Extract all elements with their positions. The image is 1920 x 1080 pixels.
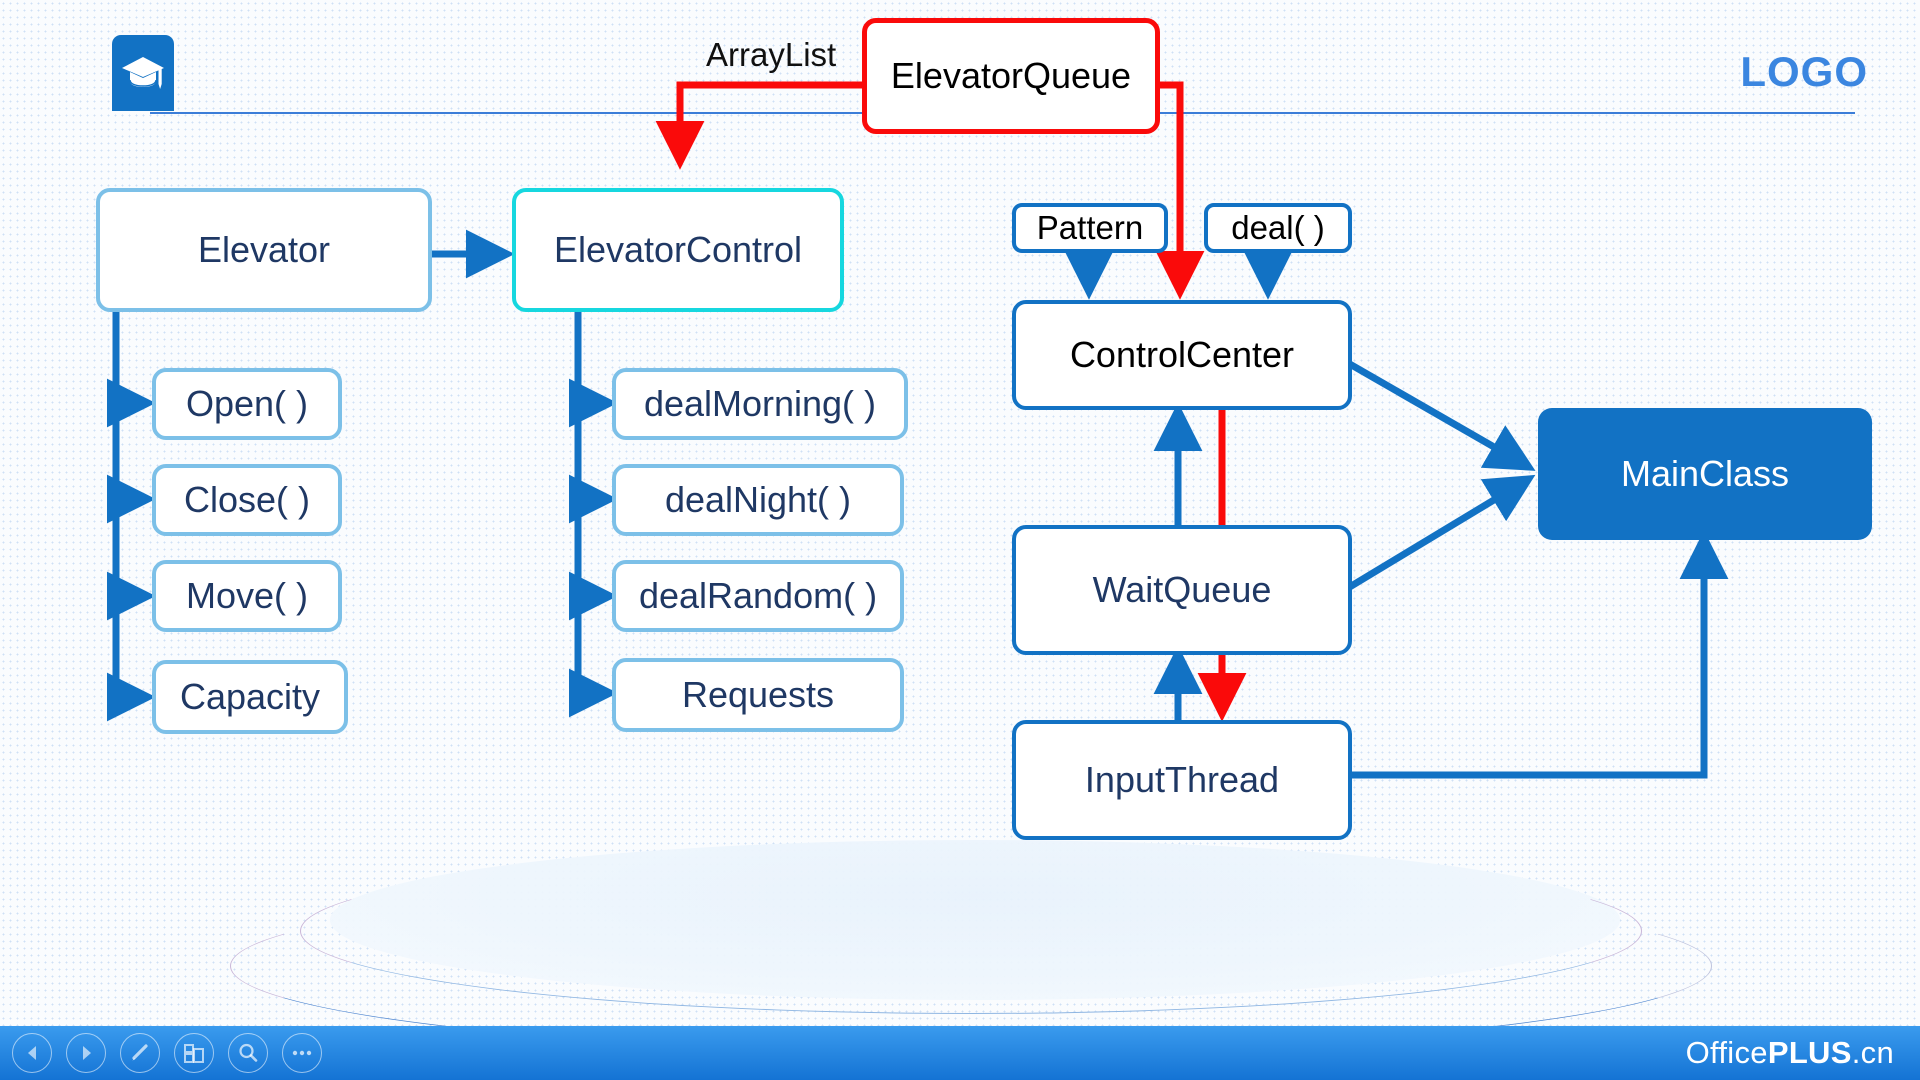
presentation-toolbar: OfficePLUS.cn	[0, 1026, 1920, 1080]
brand-strong: PLUS	[1767, 1035, 1852, 1070]
node-capacity[interactable]: Capacity	[152, 660, 348, 734]
zoom-button[interactable]	[228, 1033, 268, 1073]
pen-tool-button[interactable]	[120, 1033, 160, 1073]
node-wait-queue[interactable]: WaitQueue	[1012, 525, 1352, 655]
node-pattern[interactable]: Pattern	[1012, 203, 1168, 253]
officeplus-brand: OfficePLUS.cn	[1686, 1035, 1894, 1071]
previous-slide-button[interactable]	[12, 1033, 52, 1073]
node-control-center[interactable]: ControlCenter	[1012, 300, 1352, 410]
brand-suffix: .cn	[1851, 1035, 1894, 1070]
node-close[interactable]: Close( )	[152, 464, 342, 536]
node-open[interactable]: Open( )	[152, 368, 342, 440]
page-title: LOGO	[1740, 48, 1868, 95]
brand-prefix: Office	[1685, 1035, 1768, 1070]
next-slide-button[interactable]	[66, 1033, 106, 1073]
more-options-button[interactable]	[282, 1033, 322, 1073]
decor-ellipse-outline-1	[300, 848, 1642, 1014]
edge-label-arraylist: ArrayList	[706, 36, 837, 73]
node-deal-night[interactable]: dealNight( )	[612, 464, 904, 536]
slide-layout-button[interactable]	[174, 1033, 214, 1073]
node-requests[interactable]: Requests	[612, 658, 904, 732]
graduation-cap-icon	[112, 35, 174, 111]
node-elevator[interactable]: Elevator	[96, 188, 432, 312]
node-elevator-control[interactable]: ElevatorControl	[512, 188, 844, 312]
node-input-thread[interactable]: InputThread	[1012, 720, 1352, 840]
decor-ellipse-fill	[330, 840, 1620, 1000]
node-move[interactable]: Move( )	[152, 560, 342, 632]
node-deal-morning[interactable]: dealMorning( )	[612, 368, 908, 440]
node-main-class[interactable]: MainClass	[1538, 408, 1872, 540]
node-deal-random[interactable]: dealRandom( )	[612, 560, 904, 632]
node-deal[interactable]: deal( )	[1204, 203, 1352, 253]
node-elevator-queue[interactable]: ElevatorQueue	[862, 18, 1160, 134]
